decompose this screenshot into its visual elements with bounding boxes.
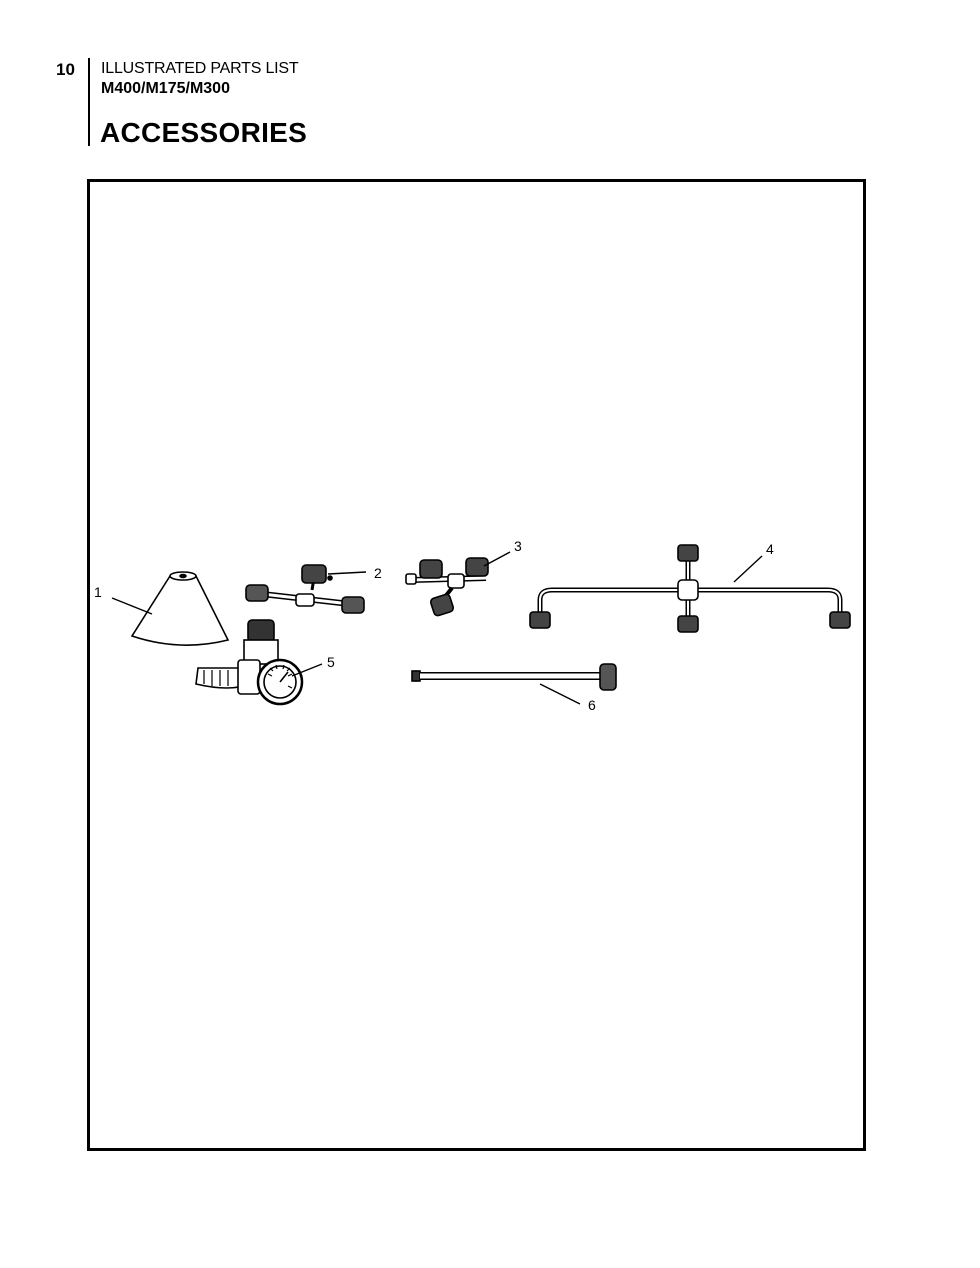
callout-4: 4 xyxy=(766,541,774,557)
model-numbers: M400/M175/M300 xyxy=(101,80,230,97)
callout-3: 3 xyxy=(514,538,522,554)
double-nozzle-part xyxy=(245,564,365,614)
triple-nozzle-part xyxy=(405,557,489,617)
four-nozzle-boom-part xyxy=(529,544,851,633)
callout-6: 6 xyxy=(588,697,596,713)
callout-1: 1 xyxy=(94,584,102,600)
extension-wand-part xyxy=(411,663,617,691)
callout-5: 5 xyxy=(327,654,335,670)
callout-2: 2 xyxy=(374,565,382,581)
header-divider xyxy=(88,58,90,146)
leader-lines xyxy=(111,551,763,705)
cone-shield-part xyxy=(130,571,230,646)
figure-frame xyxy=(87,179,866,1151)
pressure-regulator-part xyxy=(195,619,304,706)
page-number: 10 xyxy=(56,60,75,79)
document-type: ILLUSTRATED PARTS LIST xyxy=(101,60,299,77)
section-title: ACCESSORIES xyxy=(100,117,308,148)
